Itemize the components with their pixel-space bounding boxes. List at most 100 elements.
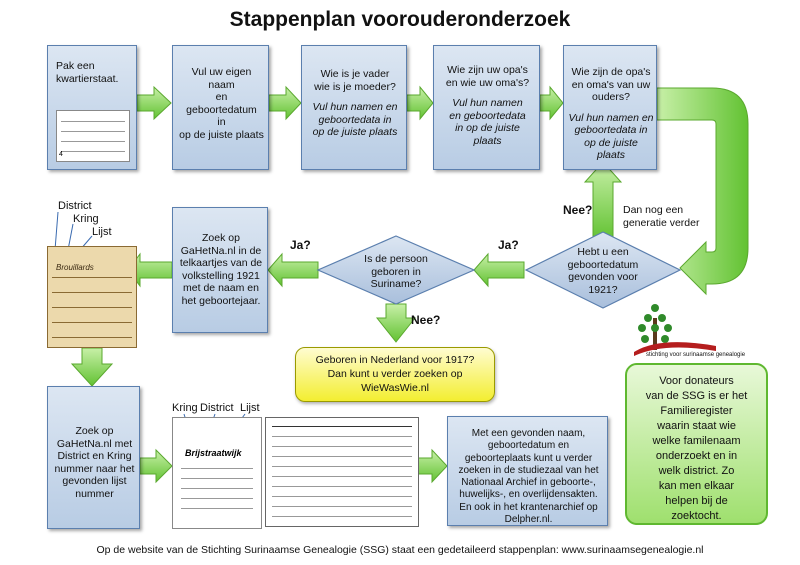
step5-instruction: Vul hun namen en bbox=[566, 112, 656, 125]
doc-label-lijst: Lijst bbox=[240, 402, 260, 414]
result-line: huwelijks-, en overlijdensakten. bbox=[450, 489, 607, 501]
step3-text: Wie is je vader wie is je moeder? Vul hu… bbox=[304, 68, 406, 139]
diamond-line: Is de persoon bbox=[340, 253, 452, 266]
nederland-line: Dan kunt u verder zoeken op bbox=[296, 367, 494, 381]
donor-line: waarin staat wie bbox=[635, 419, 758, 434]
step2-line: geboortedatum bbox=[175, 104, 268, 117]
search-line: gevonden lijst bbox=[50, 475, 139, 488]
kwartierstaat-image: 4 bbox=[56, 110, 130, 162]
donor-line: welk district. Zo bbox=[635, 464, 758, 479]
donor-box: Voor donateurs van de SSG is er het Fami… bbox=[625, 363, 768, 525]
step3-question: wie is je moeder? bbox=[304, 81, 406, 94]
diamond-line: Suriname? bbox=[340, 278, 452, 291]
result-text: Met een gevonden naam, geboortedatum en … bbox=[450, 428, 607, 526]
donor-line: helpen bij de bbox=[635, 494, 758, 509]
search-district-box: Zoek op GaHetNa.nl met District en Kring… bbox=[47, 386, 140, 529]
result-line: Delpher.nl. bbox=[450, 514, 607, 526]
donor-line: onderzoekt en in bbox=[635, 449, 758, 464]
diamond-line: geboortedatum bbox=[550, 259, 656, 272]
search-line: telkaartjes van de bbox=[175, 257, 267, 270]
nederland-line: WieWasWie.nl bbox=[296, 381, 494, 395]
pointer-district bbox=[55, 212, 58, 250]
step5-box: Wie zijn de opa's en oma's van uw ouders… bbox=[563, 45, 657, 170]
diamond-line: gevonden voor bbox=[550, 271, 656, 284]
arrow-diamond-to-search bbox=[268, 254, 318, 286]
arrow-diamond-to-diamond bbox=[474, 254, 524, 286]
telkaart-image: Brouillards bbox=[47, 246, 137, 348]
diamond-line: Hebt u een bbox=[550, 246, 656, 259]
ssg-logo bbox=[634, 304, 716, 356]
step5-question: en oma's van uw bbox=[566, 79, 656, 92]
search-telkaart-text: Zoek op GaHetNa.nl in de telkaartjes van… bbox=[175, 232, 267, 307]
diamond-line: geboren in bbox=[340, 266, 452, 279]
step5-instruction: plaats bbox=[566, 149, 656, 162]
footer-text: Op de website van de Stichting Surinaams… bbox=[0, 544, 800, 556]
step3-question: Wie is je vader bbox=[304, 68, 406, 81]
search-line: het geboortejaar. bbox=[175, 295, 267, 308]
result-line: zoeken in de studiezaal van het bbox=[450, 465, 607, 477]
step4-instruction: Vul hun namen bbox=[436, 97, 539, 110]
result-line: Nationaal Archief in geboorte-, bbox=[450, 477, 607, 489]
doc-label-district: District bbox=[200, 402, 234, 414]
search-line: nummer naar het bbox=[50, 463, 139, 476]
step3-box: Wie is je vader wie is je moeder? Vul hu… bbox=[301, 45, 407, 170]
register-image bbox=[265, 417, 419, 527]
arrow-up-generation bbox=[585, 162, 621, 240]
search-line: District en Kring bbox=[50, 450, 139, 463]
search-line: GaHetNa.nl met bbox=[50, 438, 139, 451]
doc-label-kring: Kring bbox=[172, 402, 198, 414]
next-generation-line: Dan nog een bbox=[623, 204, 699, 217]
step5-question: ouders? bbox=[566, 91, 656, 104]
step4-text: Wie zijn uw opa's en wie uw oma's? Vul h… bbox=[436, 64, 539, 147]
search-line: met de naam en bbox=[175, 282, 267, 295]
step4-box: Wie zijn uw opa's en wie uw oma's? Vul h… bbox=[433, 45, 540, 170]
search-telkaart-box: Zoek op GaHetNa.nl in de telkaartjes van… bbox=[172, 207, 268, 333]
donor-line: kan men elkaar bbox=[635, 479, 758, 494]
step4-question: en wie uw oma's? bbox=[436, 77, 539, 90]
result-line: geboorteplaats kunt u verder bbox=[450, 453, 607, 465]
arrow-row3-1 bbox=[140, 450, 172, 482]
step2-line: in bbox=[175, 116, 268, 129]
step5-instruction: op de juiste bbox=[566, 137, 656, 150]
ja-left-label: Ja? bbox=[290, 238, 311, 252]
nederland-note: Geboren in Nederland voor 1917? Dan kunt… bbox=[295, 347, 495, 402]
step5-instruction: geboortedata in bbox=[566, 124, 656, 137]
diamond-suriname-text: Is de persoon geboren in Suriname? bbox=[340, 253, 452, 291]
donor-line: Familieregister bbox=[635, 404, 758, 419]
next-generation-text: Dan nog een generatie verder bbox=[623, 204, 699, 230]
nee-down-label: Nee? bbox=[411, 313, 440, 327]
search-line: Zoek op bbox=[175, 232, 267, 245]
nederland-line: Geboren in Nederland voor 1917? bbox=[296, 353, 494, 367]
step2-line: en bbox=[175, 91, 268, 104]
result-line: En ook in het krantenarchief op bbox=[450, 502, 607, 514]
step4-instruction: in op de juiste bbox=[436, 122, 539, 135]
doc-heading: Brijstraatwijk bbox=[185, 448, 242, 458]
card-label-district: District bbox=[58, 200, 92, 212]
card-label-lijst: Lijst bbox=[92, 226, 112, 238]
ja-right-label: Ja? bbox=[498, 238, 519, 252]
curve-arrow bbox=[657, 88, 748, 294]
arrow-down-nee bbox=[377, 304, 415, 342]
arrow-2-3 bbox=[269, 87, 301, 119]
step3-instruction: Vul hun namen en bbox=[304, 101, 406, 114]
donor-line: welke familenaam bbox=[635, 434, 758, 449]
step2-line: naam bbox=[175, 79, 268, 92]
step4-question: Wie zijn uw opa's bbox=[436, 64, 539, 77]
search-line: volkstelling 1921 bbox=[175, 270, 267, 283]
arrow-4-5 bbox=[540, 87, 563, 119]
step4-instruction: en geboortedata bbox=[436, 110, 539, 123]
kwartierstaat-footer: 4 bbox=[59, 151, 63, 158]
step1-box: Pak een kwartierstaat. 4 bbox=[47, 45, 137, 170]
step2-line: Vul uw eigen bbox=[175, 66, 268, 79]
result-line: Met een gevonden naam, bbox=[450, 428, 607, 440]
donor-line: zoektocht. bbox=[635, 509, 758, 524]
step5-text: Wie zijn de opa's en oma's van uw ouders… bbox=[566, 66, 656, 162]
arrow-3-4 bbox=[407, 87, 433, 119]
nee-up-label: Nee? bbox=[563, 203, 592, 217]
arrow-card-down bbox=[72, 348, 112, 386]
card-label-kring: Kring bbox=[73, 213, 99, 225]
step1-text: Pak een kwartierstaat. bbox=[56, 60, 130, 85]
search-line: nummer bbox=[50, 488, 139, 501]
district-list-image: Brijstraatwijk bbox=[172, 417, 262, 529]
